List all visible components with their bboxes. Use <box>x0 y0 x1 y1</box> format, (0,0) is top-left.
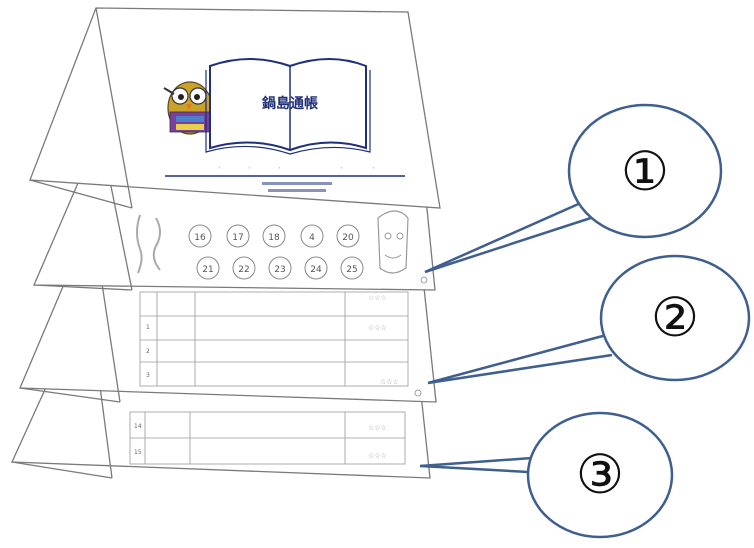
sheet-3-row-number: 14 <box>134 423 142 430</box>
callout-2-bubble <box>599 254 751 382</box>
flower-badge-number: 20 <box>342 233 354 243</box>
flower-badge <box>336 224 360 248</box>
callout-3-label: ③ <box>576 443 624 506</box>
flower-badge-row: 16 17 18 4 20 <box>188 224 360 248</box>
callout-1-pointer <box>424 213 601 274</box>
flower-badge-number: 4 <box>309 233 315 243</box>
page-corner-mark <box>414 389 422 397</box>
flower-badge <box>196 256 220 280</box>
callout-2-label: ② <box>651 286 699 349</box>
flower-badge <box>232 256 256 280</box>
sheet-2-table-border <box>139 291 409 387</box>
flower-badge-number: 18 <box>268 233 280 243</box>
callout-3: ③ <box>526 411 674 539</box>
footer-text-smudge <box>268 189 326 192</box>
sheet-1-artwork: 16 17 18 4 20 21 22 23 24 25 <box>136 210 409 280</box>
footer-text-smudge <box>262 182 332 185</box>
flower-badge-row: 21 22 23 24 25 <box>196 256 364 280</box>
callout-1-bubble <box>567 103 723 239</box>
flower-badge <box>188 224 212 248</box>
name-line-mark: ･ <box>248 166 251 172</box>
sheet-2-row-number: 2 <box>146 348 150 355</box>
callout-2: ② <box>599 254 751 382</box>
name-line: ･ ･ ･ ･ ･ <box>165 166 405 192</box>
decorative-swirl-icon <box>152 217 161 271</box>
name-line-mark: ･ <box>218 166 221 172</box>
flower-badge <box>300 224 324 248</box>
owl-mascot-icon <box>163 81 213 135</box>
sheet-2-row-number: 3 <box>146 372 150 379</box>
callout-1: ① <box>567 103 723 239</box>
flower-badge-number: 24 <box>310 265 322 275</box>
star-rating-icon: ☆☆☆ <box>380 378 399 386</box>
flower-badge-number: 25 <box>346 265 357 275</box>
callout-3-bubble <box>526 411 674 539</box>
flower-badge-number: 17 <box>232 233 243 243</box>
flower-badge <box>226 224 250 248</box>
star-rating-icon: ☆☆☆ <box>368 452 387 460</box>
flower-badge-number: 21 <box>202 265 213 275</box>
cover-base <box>29 179 133 209</box>
name-line-mark: ･ <box>278 166 281 172</box>
sheet-2-base <box>19 387 121 403</box>
page-corner-mark <box>420 276 428 284</box>
sheet-2-table: 1 2 3 ☆☆☆ ☆☆☆ ☆☆☆ <box>139 291 409 387</box>
flower-badge-number: 16 <box>194 233 206 243</box>
star-rating-icon: ☆☆☆ <box>368 294 387 302</box>
flower-badge <box>304 256 328 280</box>
open-book-icon: 鍋島通帳 <box>205 58 371 155</box>
name-line-mark: ･ <box>372 166 375 172</box>
character-illustration-icon <box>377 210 409 274</box>
name-line-mark: ･ <box>340 166 343 172</box>
star-rating-icon: ☆☆☆ <box>368 324 387 332</box>
cover-fold <box>95 7 133 209</box>
flower-badge <box>340 256 364 280</box>
sheet-3-row-number: 15 <box>134 449 142 456</box>
flower-badge-number: 22 <box>238 265 249 275</box>
callout-2-pointer <box>427 353 613 385</box>
sheet-3-table: 14 15 ☆☆☆ ☆☆☆ <box>129 411 406 465</box>
book-title: 鍋島通帳 <box>262 95 318 112</box>
flower-badge <box>262 224 286 248</box>
page-cover: 鍋島通帳 ･ ･ ･ ･ ･ <box>29 7 441 209</box>
callout-1-label: ① <box>621 140 669 203</box>
flower-badge <box>268 256 292 280</box>
callout-2-pointer <box>427 328 626 385</box>
sheet-2-row-number: 1 <box>146 324 150 331</box>
decorative-swirl-icon <box>136 214 143 274</box>
star-rating-icon: ☆☆☆ <box>368 424 387 432</box>
flower-badge-number: 23 <box>274 265 285 275</box>
sheet-3-base <box>11 461 113 479</box>
sheet-1-base <box>33 284 133 291</box>
